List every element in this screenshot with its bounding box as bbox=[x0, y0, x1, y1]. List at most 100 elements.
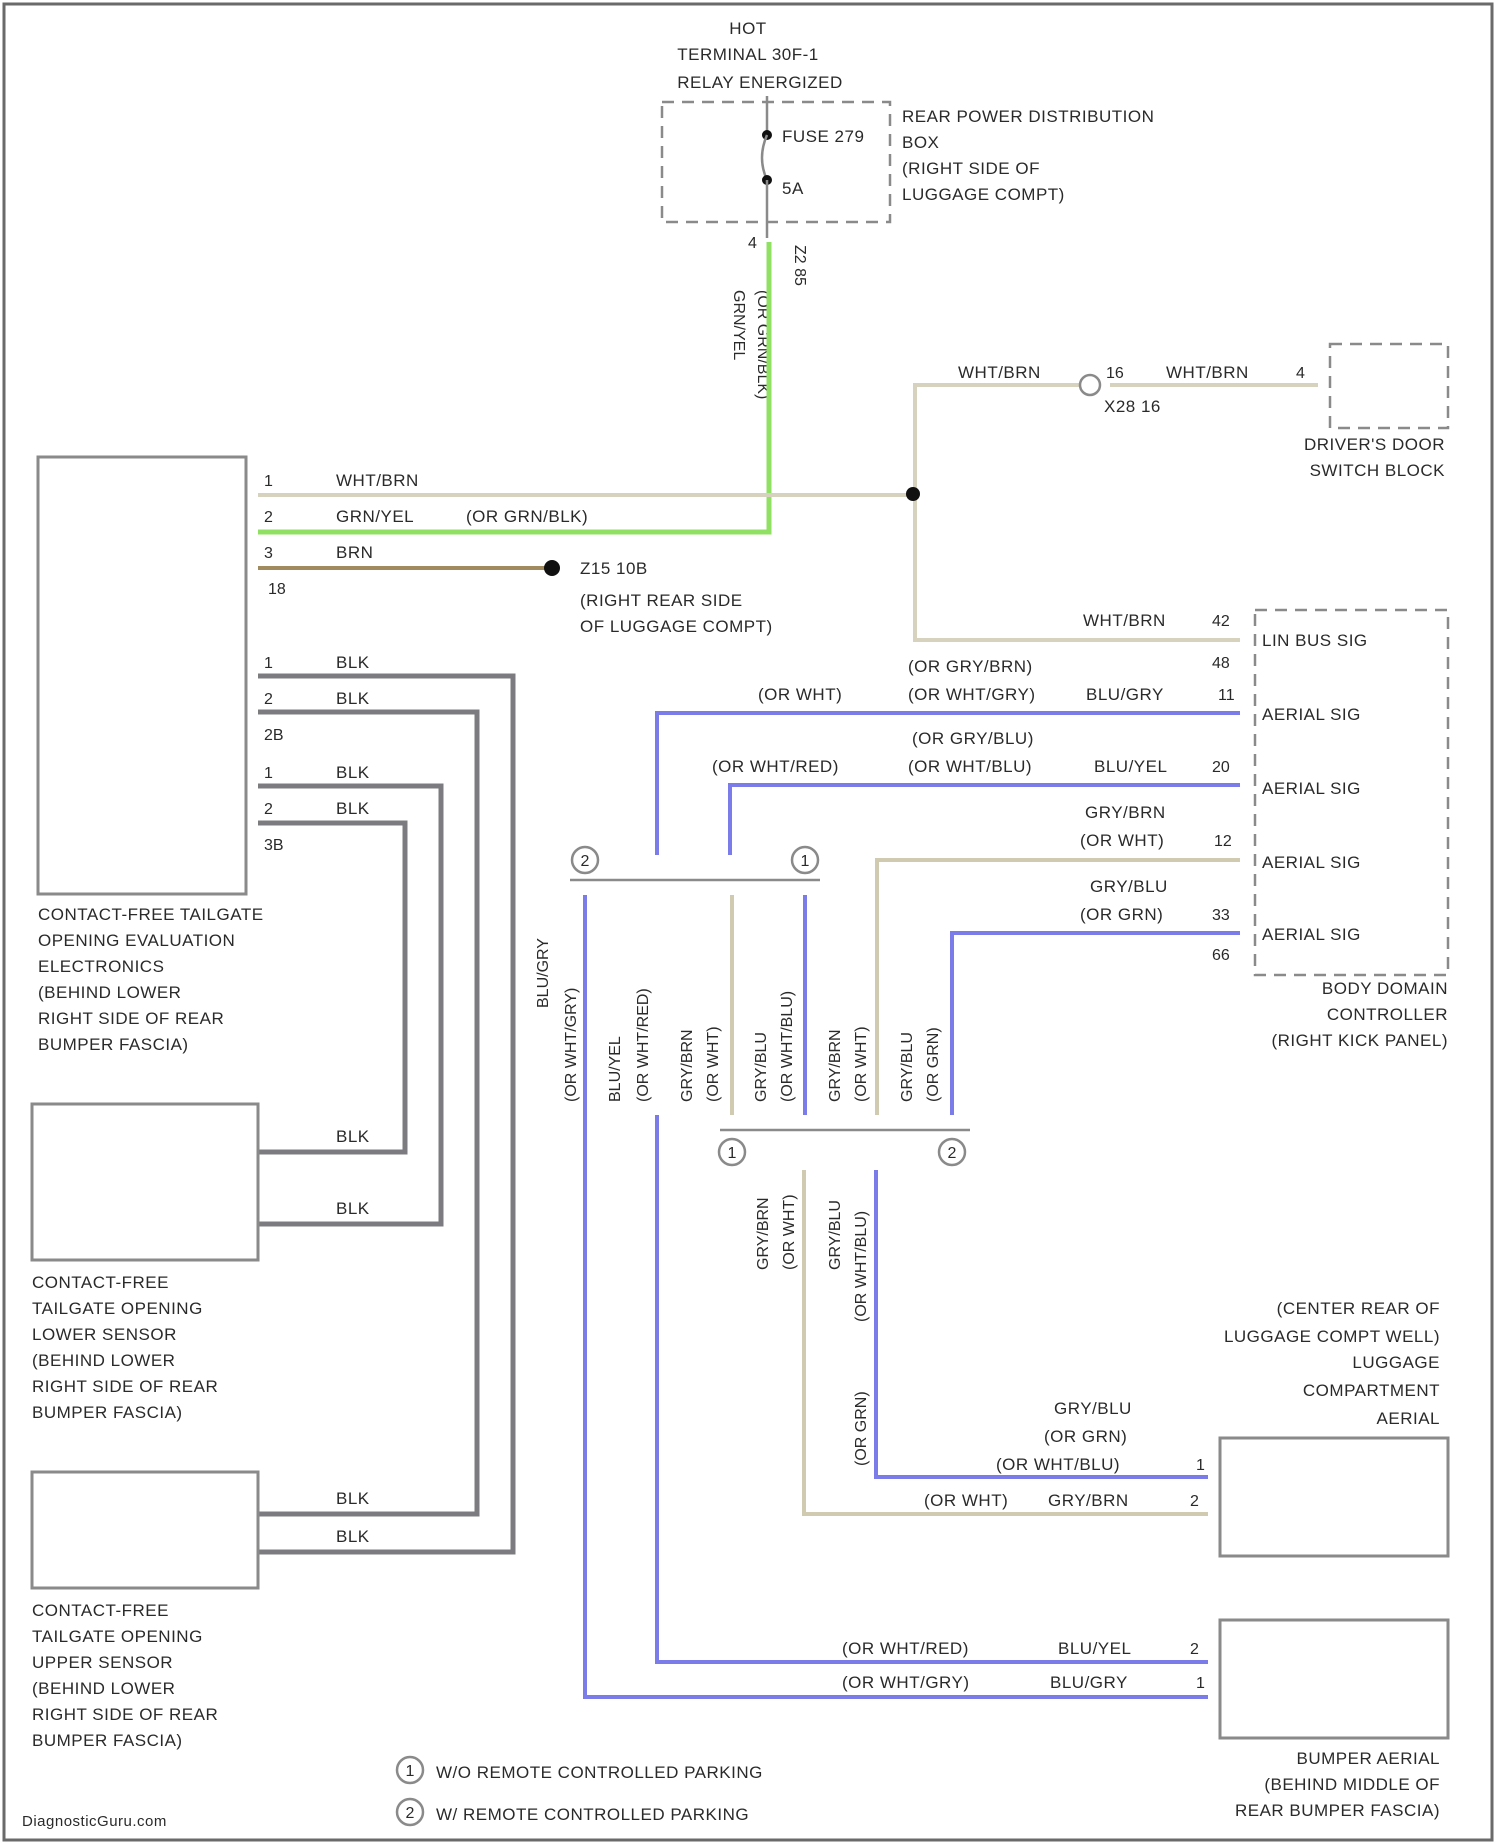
vwire-e-alt: (OR WHT) bbox=[853, 1026, 870, 1102]
lower-sensor-label-line3: LOWER SENSOR bbox=[32, 1325, 177, 1344]
luggage-pin2: 2 bbox=[1190, 1493, 1199, 1510]
vwire-a-color: BLU/GRY bbox=[535, 938, 552, 1008]
eval-wire2-color: GRN/YEL bbox=[336, 507, 414, 526]
door-connector-id: X28 16 bbox=[1104, 397, 1161, 416]
lower-sensor-label-line1: CONTACT-FREE bbox=[32, 1273, 169, 1292]
luggage-wire1: GRY/BLU bbox=[1054, 1399, 1132, 1418]
vwire-f-alt: (OR GRN) bbox=[925, 1027, 942, 1102]
bdc-w33-alt: (OR GRN) bbox=[1080, 905, 1163, 924]
watermark: DiagnosticGuru.com bbox=[22, 1813, 167, 1830]
bdc-w11: BLU/GRY bbox=[1086, 685, 1164, 704]
ground-id: Z15 10B bbox=[580, 559, 648, 578]
lower-sensor-label-line6: BUMPER FASCIA) bbox=[32, 1403, 183, 1422]
luggage-aerial-label-line1: (CENTER REAR OF bbox=[1277, 1299, 1440, 1318]
option-marker-1-a-text: 1 bbox=[801, 853, 810, 870]
bdc-w20: BLU/YEL bbox=[1094, 757, 1167, 776]
bumper-wire1: BLU/GRY bbox=[1050, 1673, 1128, 1692]
luggage-aerial-label-line2: LUGGAGE COMPT WELL) bbox=[1224, 1327, 1440, 1346]
bdc-signal-33: AERIAL SIG bbox=[1262, 925, 1361, 944]
bumper-aerial-box bbox=[1220, 1620, 1448, 1738]
lower-sensor-wire1: BLK bbox=[336, 1127, 370, 1146]
luggage-wire2-alt: (OR WHT) bbox=[924, 1491, 1008, 1510]
bdc-signal-20: AERIAL SIG bbox=[1262, 779, 1361, 798]
bdc-pin-48: 48 bbox=[1212, 655, 1230, 672]
eval-wire1-color: WHT/BRN bbox=[336, 471, 419, 490]
bumper-aerial-label-line3: REAR BUMPER FASCIA) bbox=[1235, 1801, 1440, 1820]
eval-pin3: 3 bbox=[264, 545, 273, 562]
vwire-e-color: GRY/BRN bbox=[827, 1029, 844, 1102]
rpdb-connector: Z2 85 bbox=[791, 245, 808, 286]
door-pin-right: 4 bbox=[1296, 365, 1305, 382]
evaluation-electronics-box bbox=[38, 457, 246, 894]
upper-sensor-label-line1: CONTACT-FREE bbox=[32, 1601, 169, 1620]
ground-location-line1: (RIGHT REAR SIDE bbox=[580, 591, 743, 610]
bumper-wire1-alt: (OR WHT/GRY) bbox=[842, 1673, 970, 1692]
upper-sensor-wire1: BLK bbox=[336, 1489, 370, 1508]
upper-sensor-label-line5: RIGHT SIDE OF REAR bbox=[32, 1705, 218, 1724]
power-wire-color: GRN/YEL bbox=[730, 290, 747, 360]
eval-b-pin1: 1 bbox=[264, 655, 273, 672]
upper-sensor-wire2: BLK bbox=[336, 1527, 370, 1546]
eval-pin1: 1 bbox=[264, 473, 273, 490]
bdc-w20-alt0: (OR WHT/RED) bbox=[712, 757, 839, 776]
rpdb-label-line2: BOX bbox=[902, 133, 939, 152]
wire-blu-gry-bumper bbox=[585, 895, 1208, 1697]
vwire-h-color: GRY/BLU bbox=[827, 1200, 844, 1270]
bumper-aerial-label-line2: (BEHIND MIDDLE OF bbox=[1264, 1775, 1440, 1794]
luggage-aerial-box bbox=[1220, 1438, 1448, 1556]
bdc-w11-alt0: (OR WHT) bbox=[758, 685, 842, 704]
legend-marker-1-text: 1 bbox=[406, 1763, 415, 1780]
eval-label-line5: RIGHT SIDE OF REAR bbox=[38, 1009, 224, 1028]
eval-c-pin1: 1 bbox=[264, 765, 273, 782]
door-connector-circle bbox=[1080, 375, 1100, 395]
rpdb-label-line1: REAR POWER DISTRIBUTION bbox=[902, 107, 1154, 126]
eval-c-wire2: BLK bbox=[336, 799, 370, 818]
door-wire-left: WHT/BRN bbox=[958, 363, 1041, 382]
door-wire-right: WHT/BRN bbox=[1166, 363, 1249, 382]
option-marker-2-a-text: 2 bbox=[581, 853, 590, 870]
bumper-wire2: BLU/YEL bbox=[1058, 1639, 1131, 1658]
vwire-h-alt: (OR WHT/BLU) bbox=[853, 1211, 870, 1322]
lower-sensor-label-line5: RIGHT SIDE OF REAR bbox=[32, 1377, 218, 1396]
wire-gry-blu-bdc bbox=[952, 933, 1240, 1115]
upper-sensor-label-line2: TAILGATE OPENING bbox=[32, 1627, 203, 1646]
vwire-b-color: BLU/YEL bbox=[607, 1036, 624, 1102]
bdc-w33: GRY/BLU bbox=[1090, 877, 1168, 896]
luggage-wire2: GRY/BRN bbox=[1048, 1491, 1129, 1510]
rpdb-label-line3: (RIGHT SIDE OF bbox=[902, 159, 1040, 178]
bdc-w12-alt: (OR WHT) bbox=[1080, 831, 1164, 850]
upper-sensor-box bbox=[32, 1472, 258, 1588]
legend-text-1: W/O REMOTE CONTROLLED PARKING bbox=[436, 1763, 763, 1782]
eval-label-line2: OPENING EVALUATION bbox=[38, 931, 235, 950]
upper-sensor-label-line3: UPPER SENSOR bbox=[32, 1653, 173, 1672]
luggage-aerial-label-line5: AERIAL bbox=[1377, 1409, 1440, 1428]
door-pin-left: 16 bbox=[1106, 365, 1124, 382]
bdc-signal-11: AERIAL SIG bbox=[1262, 705, 1361, 724]
eval-label-line1: CONTACT-FREE TAILGATE bbox=[38, 905, 264, 924]
door-label-line2: SWITCH BLOCK bbox=[1310, 461, 1446, 480]
bdc-w20-alt2: (OR WHT/BLU) bbox=[908, 757, 1032, 776]
luggage-wire1-alt2: (OR WHT/BLU) bbox=[996, 1455, 1120, 1474]
bdc-pin-12: 12 bbox=[1214, 833, 1232, 850]
wire-blk-lower-1 bbox=[258, 786, 441, 1224]
lower-sensor-wire2: BLK bbox=[336, 1199, 370, 1218]
eval-c-wire1: BLK bbox=[336, 763, 370, 782]
lower-sensor-label-line4: (BEHIND LOWER bbox=[32, 1351, 175, 1370]
option-marker-1-b-text: 1 bbox=[728, 1145, 737, 1162]
eval-b-wire1: BLK bbox=[336, 653, 370, 672]
vwire-b-alt: (OR WHT/RED) bbox=[635, 988, 652, 1102]
bdc-pin-20: 20 bbox=[1212, 759, 1230, 776]
eval-c-pin2: 2 bbox=[264, 801, 273, 818]
fuse-name: FUSE 279 bbox=[782, 127, 864, 146]
hot-label-line1: HOT bbox=[729, 19, 766, 38]
bdc-label-line3: (RIGHT KICK PANEL) bbox=[1271, 1031, 1448, 1050]
eval-b-pin2: 2 bbox=[264, 691, 273, 708]
legend-marker-2-text: 2 bbox=[406, 1805, 415, 1822]
ground-location-line2: OF LUGGAGE COMPT) bbox=[580, 617, 773, 636]
bdc-w20-alt1: (OR GRY/BLU) bbox=[912, 729, 1034, 748]
hot-label-line3: RELAY ENERGIZED bbox=[677, 73, 843, 92]
lower-sensor-box bbox=[32, 1104, 258, 1260]
bumper-aerial-label-line1: BUMPER AERIAL bbox=[1297, 1749, 1441, 1768]
lin-splice-dot bbox=[906, 487, 920, 501]
